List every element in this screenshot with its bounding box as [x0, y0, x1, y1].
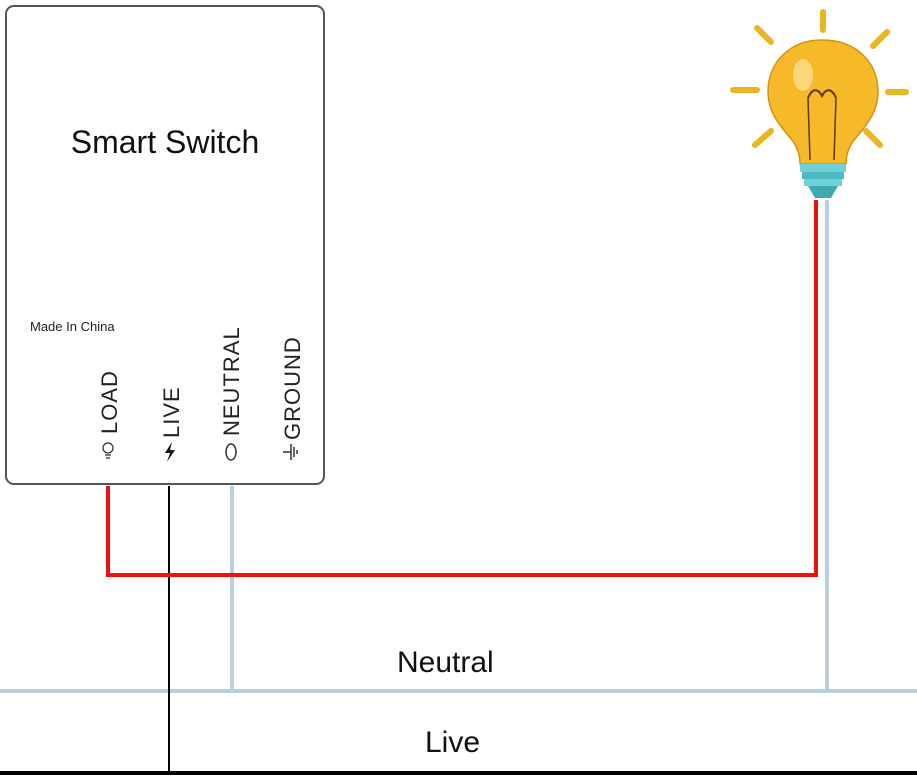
- circle-icon: [225, 443, 237, 461]
- load-wire: [106, 200, 818, 577]
- neutral-line-label: Neutral: [397, 646, 494, 679]
- live-line-label: Live: [425, 726, 481, 759]
- light-bulb-icon: [730, 9, 909, 198]
- ground-icon: [283, 444, 298, 460]
- terminal-label-ground: GROUND: [280, 336, 305, 440]
- switch-title: Smart Switch: [70, 124, 260, 160]
- terminal-label-load: LOAD: [97, 370, 122, 434]
- origin-label: Made In China: [30, 319, 115, 334]
- lightning-bolt-icon: [165, 442, 175, 462]
- bulb-outline-icon: [102, 442, 114, 459]
- terminal-label-neutral: NEUTRAL: [219, 326, 244, 436]
- smart-switch-box: [5, 5, 325, 485]
- terminal-label-live: LIVE: [159, 386, 184, 438]
